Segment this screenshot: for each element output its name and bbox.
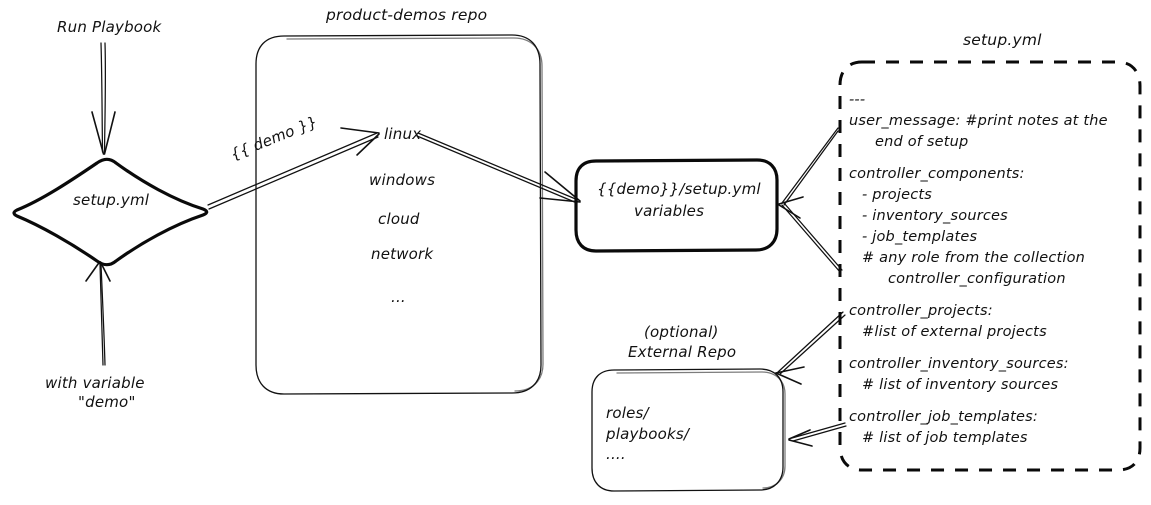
setup-yml-panel-line: end of setup: [875, 134, 968, 150]
demo-variable-edge-label: {{ demo }}: [228, 112, 320, 163]
demo-variable-arrow: [207, 127, 380, 210]
setup-yml-diamond-shape: [12, 157, 209, 267]
setup-yml-panel-line: #list of external projects: [862, 324, 1047, 340]
setup-yml-panel-line: controller_projects:: [849, 303, 993, 319]
repo-item-network: network: [371, 245, 434, 263]
external-repo-item-playbooks: playbooks/: [605, 425, 691, 443]
repo-item-ellipsis: ...: [391, 288, 406, 306]
setup-yml-panel-line: user_message: #print notes at the: [849, 113, 1108, 129]
repo-item-linux: linux: [384, 125, 421, 143]
run-playbook-label: Run Playbook: [57, 18, 163, 36]
setup-yml-diamond-label: setup.yml: [73, 191, 150, 209]
setup-yml-panel-line: controller_job_templates:: [849, 409, 1038, 425]
external-repo-title-line2: External Repo: [628, 343, 736, 361]
setup-yml-panel-lines: --- user_message: #print notes at the end …: [849, 92, 1108, 446]
setup-panel-to-external-repo-arrow-top: [775, 311, 846, 385]
setup-yml-panel-line: - job_templates: [862, 229, 977, 245]
setup-yml-panel-line: controller_configuration: [888, 271, 1066, 287]
external-repo-title-line1: (optional): [644, 323, 719, 341]
setup-yml-panel-line: # list of job templates: [862, 430, 1028, 446]
setup-yml-panel-line: ---: [849, 92, 865, 108]
run-playbook-arrow: [91, 42, 116, 155]
external-repo-item-roles: roles/: [606, 404, 651, 422]
external-repo-item-ellipsis: ....: [606, 445, 626, 463]
setup-yml-panel-shape: [838, 60, 1142, 472]
with-variable-label-line2: "demo": [78, 393, 136, 411]
with-variable-label-line1: with variable: [45, 374, 145, 392]
setup-yml-panel-line: controller_components:: [849, 166, 1025, 182]
repo-item-cloud: cloud: [378, 210, 420, 228]
setup-yml-panel-line: - inventory_sources: [862, 208, 1008, 224]
product-demos-repo-box-shape: [255, 34, 544, 395]
with-variable-arrow: [85, 261, 111, 366]
setup-yml-panel-title: setup.yml: [963, 31, 1042, 49]
setup-yml-panel-line: - projects: [862, 187, 932, 203]
repo-item-windows: windows: [369, 171, 435, 189]
variables-box-label-line1: {{demo}}/setup.yml: [597, 180, 761, 198]
external-repo-box-shape: [591, 368, 786, 492]
setup-panel-to-variables-arrows: [778, 127, 843, 273]
setup-yml-panel-line: # any role from the collection: [862, 250, 1085, 266]
linux-to-variables-arrow: [416, 132, 581, 204]
setup-yml-panel-line: # list of inventory sources: [862, 377, 1059, 393]
variables-box-shape: [574, 158, 779, 253]
product-demos-repo-title: product-demos repo: [325, 6, 487, 24]
setup-yml-panel-line: controller_inventory_sources:: [849, 356, 1069, 372]
setup-panel-to-external-repo-arrow-bottom: [788, 422, 847, 447]
variables-box-label-line2: variables: [634, 202, 704, 220]
